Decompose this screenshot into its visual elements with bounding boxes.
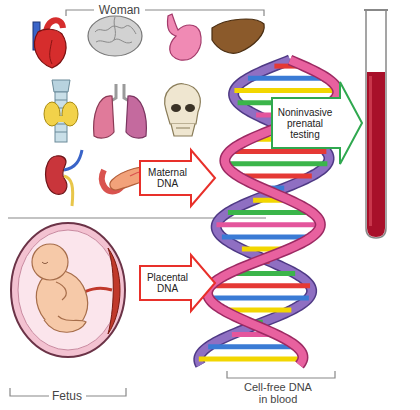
placenta (108, 248, 120, 334)
group-heading-box: Woman (8, 0, 140, 215)
testing-arrow (272, 82, 362, 164)
block-arrow (140, 255, 215, 311)
fetus-head (32, 244, 68, 280)
base-pair (234, 88, 337, 93)
amniotic-sac (18, 230, 118, 350)
larynx (52, 80, 70, 92)
base-pair (209, 295, 309, 300)
skull-cranium (165, 84, 201, 124)
heart-organ (34, 29, 66, 68)
thyroid-lobe (44, 102, 60, 126)
heart-detail (50, 40, 52, 64)
stomach-organ (167, 14, 201, 60)
trachea (55, 92, 67, 142)
arrow-label: Placental DNA (141, 266, 194, 300)
base-pair (211, 283, 310, 288)
arrow-label: Noninvasive prenatal testing (274, 100, 336, 146)
thyroid-lobe (62, 102, 78, 126)
base-pair (208, 344, 297, 349)
base-pair (216, 222, 320, 227)
kidney-organ (46, 156, 67, 194)
renal-vein (64, 150, 82, 170)
fetus-leg (44, 316, 86, 332)
base-pair (230, 149, 327, 154)
block-arrow (140, 150, 215, 206)
lung-lobe (94, 96, 114, 138)
group-heading: Fetus (8, 389, 126, 403)
brain-folds (95, 17, 136, 43)
lung-lobe (126, 96, 146, 138)
uterus-outline (11, 223, 125, 357)
base-pair (199, 356, 303, 361)
liver-organ (212, 19, 264, 53)
group-heading: Woman (99, 3, 140, 17)
group-bracket (227, 371, 335, 378)
ureter (64, 176, 73, 206)
fetus-eye (42, 262, 48, 264)
skull-eye (185, 104, 195, 112)
blood-sample (367, 72, 385, 237)
skull-eye (171, 104, 181, 112)
base-pair (225, 161, 327, 166)
tube-highlight (369, 76, 372, 226)
thyroid-isthmus (56, 116, 66, 122)
test-tube (366, 10, 386, 238)
brain-organ (88, 16, 142, 56)
group-heading-box: Fetus (8, 222, 140, 405)
group-heading: Cell-free DNA in blood (241, 381, 315, 405)
group-bracket (66, 10, 264, 16)
skull-jaw (171, 124, 195, 136)
fetus-arm (56, 282, 66, 300)
tube-rim (364, 9, 388, 11)
arrow-label: Maternal DNA (141, 161, 194, 195)
